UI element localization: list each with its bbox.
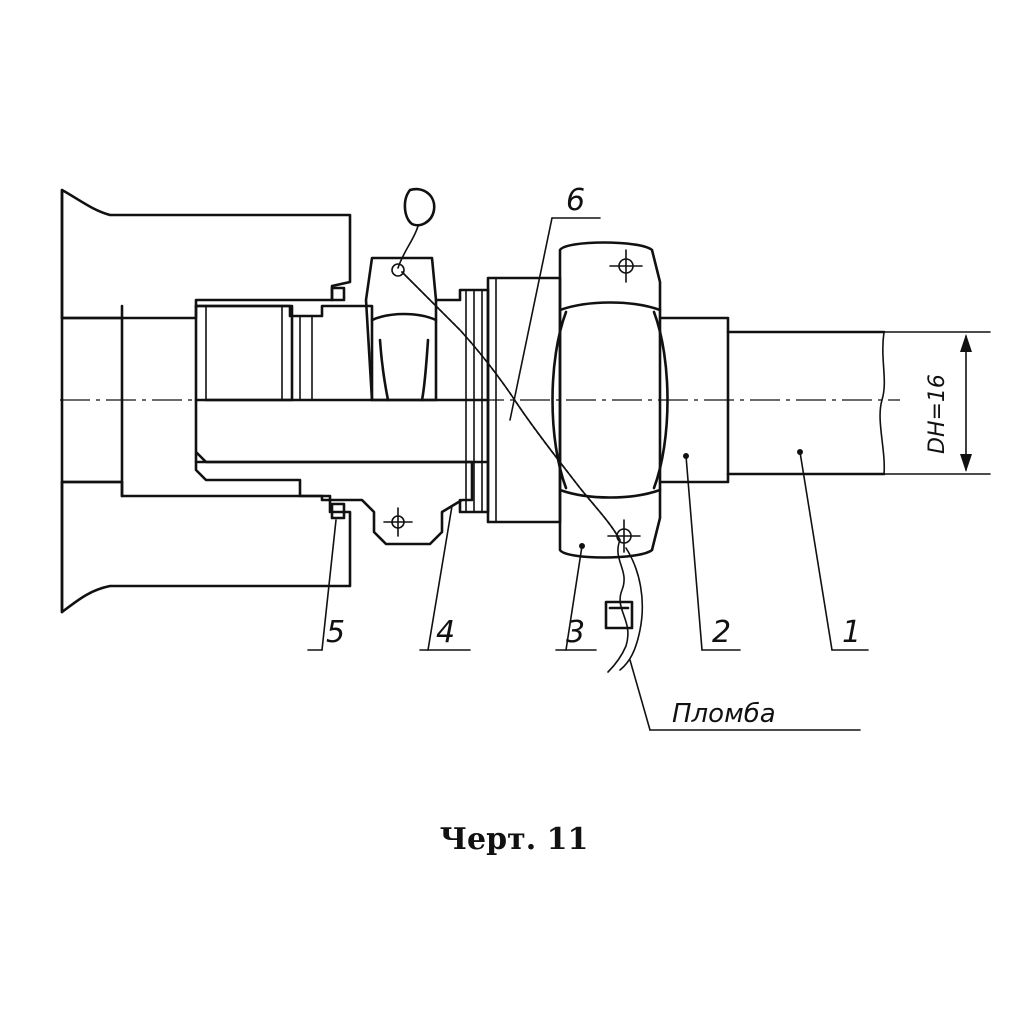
leader-lines — [307, 217, 869, 731]
housing-lower — [60, 480, 352, 614]
label-part-5: 5 — [326, 615, 345, 650]
fitting-part-4 — [194, 256, 488, 546]
label-part-4: 4 — [436, 615, 455, 650]
seal-lead-icon — [604, 600, 634, 630]
figure-caption: Черт. 11 — [439, 822, 589, 857]
fitting-lower-section — [194, 398, 474, 546]
label-part-3: 3 — [566, 615, 585, 650]
gasket-part-5 — [330, 502, 346, 520]
label-part-2: 2 — [712, 615, 731, 650]
label-part-6: 6 — [566, 183, 585, 218]
fitting-thread — [194, 304, 294, 402]
hex-nut-part-3 — [551, 241, 669, 559]
housing-upper — [60, 188, 352, 320]
dimension-dn16: DН=16 — [883, 331, 991, 475]
seal-wire — [397, 187, 644, 673]
dimension-label: DН=16 — [925, 374, 950, 454]
nipple-part-2 — [658, 316, 730, 484]
housing-section — [60, 188, 352, 614]
pipe-break — [879, 331, 886, 475]
pipe-part-1 — [726, 330, 886, 476]
lock-nut — [364, 256, 438, 402]
label-seal: Пломба — [672, 699, 776, 729]
label-part-1: 1 — [842, 615, 861, 650]
fitting-spigot-outline — [194, 304, 374, 402]
